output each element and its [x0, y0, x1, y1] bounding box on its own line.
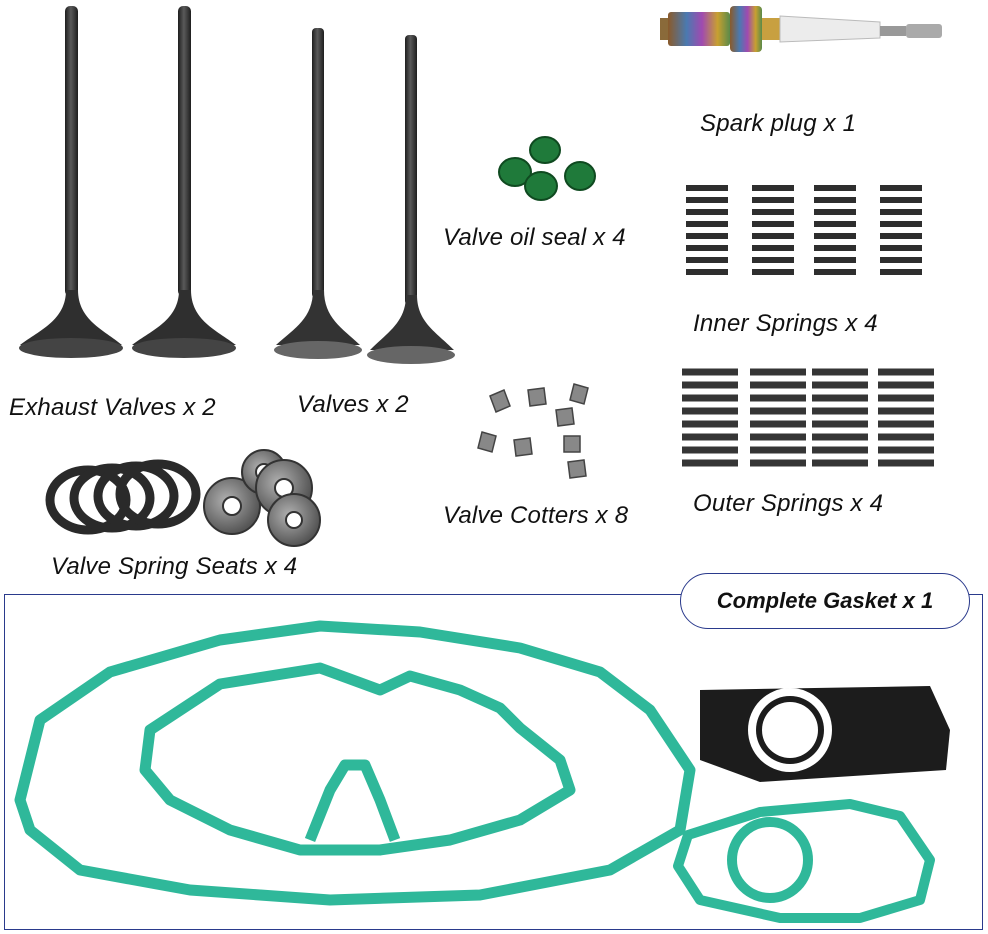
outer-springs — [682, 368, 934, 467]
cylinder-head-gasket — [700, 686, 950, 782]
complete-gasket-label: Complete Gasket x 1 — [716, 588, 934, 613]
complete-gasket-badge: Complete Gasket x 1 — [680, 573, 970, 629]
inner-springs-label: Inner Springs x 4 — [693, 310, 878, 337]
valve-oil-seal-label: Valve oil seal x 4 — [443, 224, 626, 251]
outer-springs-label: Outer Springs x 4 — [693, 490, 884, 517]
exhaust-valves-label: Exhaust Valves x 2 — [9, 394, 216, 421]
valves-label: Valves x 2 — [297, 391, 409, 418]
spark-plug-label: Spark plug x 1 — [700, 110, 857, 137]
valve-spring-seats-label: Valve Spring Seats x 4 — [51, 553, 298, 580]
exhaust-valve-1 — [19, 6, 123, 358]
valve-spring-seat-shims — [45, 459, 201, 535]
intake-valve-2 — [367, 35, 455, 364]
exhaust-valve-2 — [132, 6, 236, 358]
inner-springs — [686, 185, 922, 275]
valve-oil-seals — [498, 136, 596, 201]
spark-plug — [660, 6, 942, 52]
gasket-section-frame — [4, 594, 983, 930]
valve-spring-retainers — [203, 449, 321, 547]
intake-valve-1 — [274, 28, 362, 359]
valve-cotters-label: Valve Cotters x 8 — [443, 502, 629, 529]
base-gasket — [673, 799, 935, 923]
crankcase-gasket — [14, 620, 696, 906]
valve-cotters — [477, 383, 589, 479]
